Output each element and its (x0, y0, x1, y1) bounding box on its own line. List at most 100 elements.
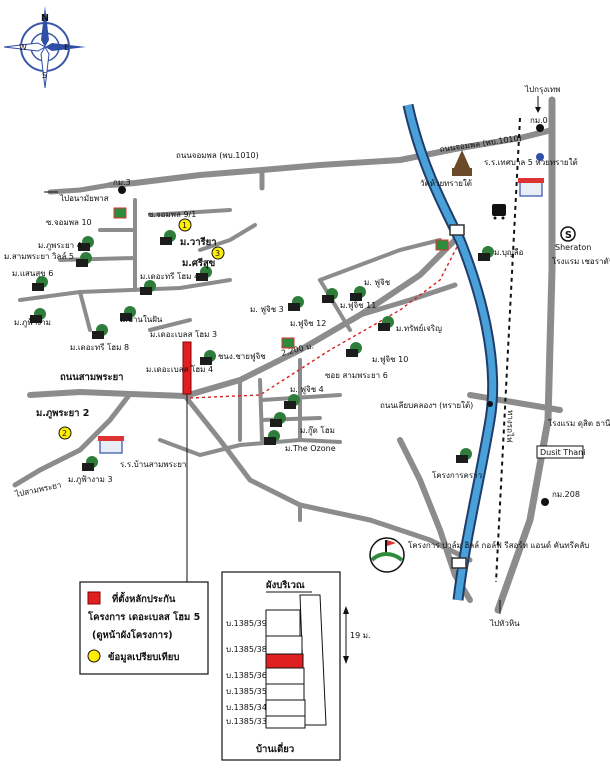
golf-label-1: โครงการ ปาล์ม ฮิลล์ กอล์ฟ รีสอร์ท แอนด์ … (408, 540, 589, 550)
sam-phraya-road (27, 389, 188, 399)
legend-compare: ข้อมูลเปรียบเทียบ (108, 651, 179, 664)
village-label: ม.ฟูจิช 11 (340, 301, 376, 311)
to-bangkok-label: ไปกรุงเทพ (524, 85, 560, 94)
inset-footer: บ้านเดี่ยว (256, 741, 294, 755)
legend-compare-swatch (87, 649, 101, 663)
km208-dot (541, 498, 549, 506)
village-label: ม.ภูฟ้างาม 3 (68, 475, 113, 485)
compass-south: S (42, 71, 47, 80)
school-sam-phraya-icon (98, 436, 124, 454)
school-label: ร.ร.เทศบาล 5 ห้วยทรายใต้ (484, 158, 578, 167)
compass-rose: N S E W (3, 6, 86, 89)
inset-dimension-arrow-top (343, 606, 349, 614)
inset-dimension-label: 19 ม. (350, 631, 371, 640)
village-label: ม. ฟูจิช (364, 278, 391, 288)
inset-plot-label: บ.1385/38 (226, 645, 267, 654)
village-label: ม.ฟูจิช 10 (372, 355, 408, 365)
dusit-logo-text: Dusit Thani (540, 448, 585, 457)
dusit-logo-box (536, 445, 584, 459)
sam-phraya-road-label: ถนนสามพระยา (60, 372, 124, 383)
compass-east: E (64, 43, 69, 52)
chomphon-road-label-east: ถนนจอมพล (พบ.1010) (439, 134, 522, 154)
railway-line (495, 117, 521, 583)
info-icon (536, 153, 544, 161)
km3-dot (118, 186, 126, 194)
km0-label: กม.0 (530, 116, 548, 125)
sheraton-logo: S (560, 226, 576, 242)
village-road-n (318, 238, 442, 282)
canal-road-dot (487, 401, 493, 407)
inset-project-plot (265, 653, 304, 669)
bridge-icons (449, 224, 467, 569)
inset-plot-label: บ.1385/35 (226, 687, 267, 696)
km3-label: กม.3 (113, 178, 131, 187)
village-label: โครงการคราว (432, 470, 482, 480)
dusit-hotel-label: โรงแรม ดุสิต ธานี (548, 418, 610, 428)
temple-icon (452, 150, 472, 176)
village-label: ม.The Ozone (285, 444, 336, 453)
village-label: ม. ฟูจิช 4 (290, 385, 324, 395)
sheraton-hotel-text: โรงแรม เชอราตัน หัวหิน (552, 256, 610, 266)
school-icon (518, 178, 544, 197)
village-label: ม.แสนสุข 6 (12, 269, 53, 278)
canal (402, 103, 499, 601)
legend-project-swatch (87, 591, 101, 605)
fujitsu-road-a (258, 378, 264, 442)
inset-plot-label: บ.1385/34 (226, 703, 267, 712)
canal-road-label: ถนนเลียบคลองฯ (ทรายใต้) (380, 401, 473, 410)
chomphon-west (47, 182, 113, 195)
legend-project-line2: โครงการ เดอะเบลส โฮม 5 (87, 611, 200, 623)
soi-sam-phraya-label: ซอย สามพระยา 6 (325, 371, 388, 380)
inset-dimension-arrow-bottom (343, 656, 349, 664)
soi-chomphon-10-label: ซ.จอมพล 10 (46, 218, 92, 227)
village-label: ม.สามพระยา วิลล์ 5 (4, 251, 74, 261)
highway-road (494, 96, 556, 614)
km208-label: กม.208 (552, 490, 580, 499)
village-label: ม.ภูพระยา 4 (38, 241, 82, 251)
marker-1-label: 1 (182, 221, 187, 230)
soi-west-c (18, 288, 132, 302)
svg-text:S: S (565, 230, 572, 241)
village-label: ม.ภูฟ้างาม (14, 318, 51, 328)
village-label: ม. ฟูจิช 3 (250, 305, 284, 315)
km0-dot (536, 124, 544, 132)
soi-west-b (58, 256, 137, 262)
village-label: ม.เดอะทรี โฮม 8 (70, 342, 129, 352)
inset-plot-label: บ.1385/33 (226, 717, 267, 726)
main-diagonal-road (182, 232, 463, 399)
school-sam-phraya-label: ร.ร.บ้านสามพระยา (120, 460, 186, 469)
village-label: ม.ศรีสุข (182, 257, 215, 269)
village-label: ม.เดอะเบลส โฮม 4 (146, 364, 213, 374)
village-label: ม.ฟูจิช 12 (290, 319, 326, 329)
inset-plot-label: บ.1385/36 (226, 671, 267, 680)
golf-road (297, 502, 473, 563)
to-pa-la-u-label: ไปอนามัยพาส (59, 194, 109, 203)
sheraton-hotel-label: โรงแรม เชอราตัน หัวหิน (552, 256, 610, 266)
marker-2-label: 2 (62, 429, 67, 438)
village-label: ม.ภูพระยา 2 (36, 408, 89, 420)
south-road (182, 393, 303, 508)
village-road-link (318, 278, 352, 332)
soi-west-f (198, 223, 257, 252)
chomphon-road-label-west: ถนนจอมพล (พบ.1010) (176, 151, 259, 160)
sheraton-logo-text: Sheraton (555, 243, 591, 252)
compass-north: N (41, 13, 49, 24)
sam-phraya-sw (12, 391, 133, 488)
village-label: ม.เดอะทรี โฮม 4 (140, 271, 199, 281)
soi-west-d (78, 290, 92, 332)
legend-project-line3: (ดูหน้าผังโครงการ) (92, 629, 173, 642)
village-label: ม.บุญลือ (494, 248, 524, 257)
village-label: ชนง.ชายฟูจิช (218, 352, 266, 362)
soi-chomphon-9 (148, 208, 232, 217)
chomphon-road (107, 127, 555, 188)
compass-west: W (19, 43, 27, 52)
train-icon (492, 204, 506, 220)
railway-label: ทางรถไฟ (505, 410, 515, 443)
village-label: ม.ทรัพย์เจริญ (396, 323, 442, 333)
legend-box: ที่ตั้งหลักประกัน โครงการ เดอะเบลส โฮม 5… (79, 581, 209, 675)
village-label: ม.เดอะเบลส โฮม 3 (150, 329, 217, 339)
golf-logo (369, 537, 405, 573)
legend-project-line1: ที่ตั้งหลักประกัน (112, 591, 176, 605)
seven-eleven-icon-2 (435, 239, 449, 251)
